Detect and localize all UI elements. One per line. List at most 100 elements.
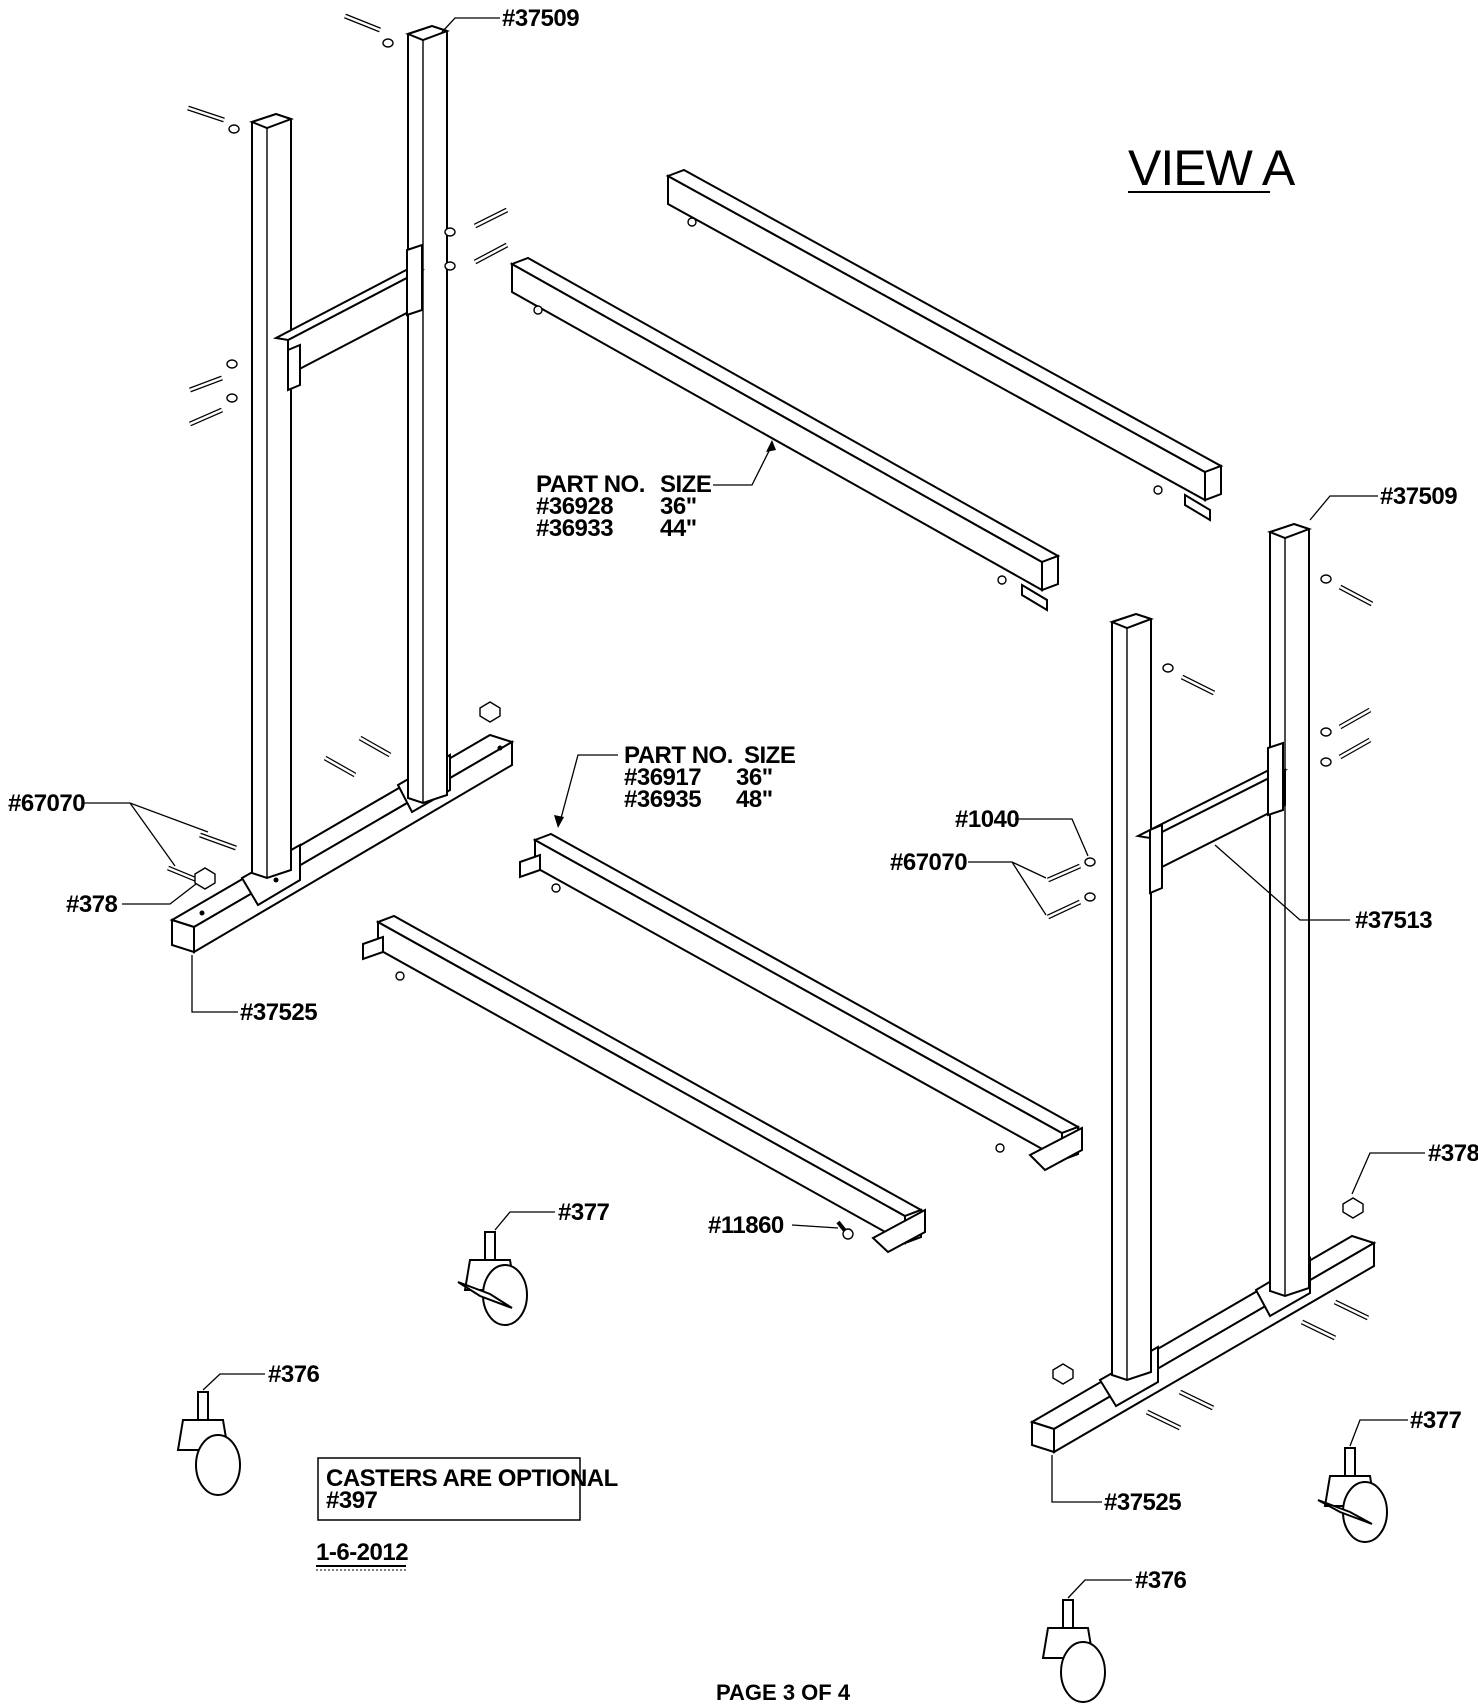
drawing-date: 1-6-2012 <box>316 1539 408 1566</box>
washer <box>382 38 394 48</box>
leader-line <box>1214 844 1350 921</box>
right-front-upright-top <box>1109 612 1154 630</box>
bolt-shaft-inner <box>1334 1300 1369 1320</box>
label-base-right: #37525 <box>1104 1489 1181 1516</box>
leader-line <box>494 1211 555 1231</box>
upper-rail-front-bracket <box>1021 583 1048 612</box>
lower-rail-front-top <box>375 914 924 1218</box>
right-frame-bolts <box>836 574 1374 1431</box>
label-washer-right: #1040 <box>955 806 1019 833</box>
bolt-shaft-inner <box>1179 1390 1214 1410</box>
upper-rails <box>509 168 1224 612</box>
nut <box>687 217 697 227</box>
caster-stem <box>1062 1599 1074 1629</box>
caster-brake <box>1317 1499 1373 1525</box>
nut <box>995 1143 1005 1153</box>
leader-line <box>1309 495 1378 521</box>
left-rear-upright <box>407 24 448 805</box>
left-frame-assembly <box>167 13 515 954</box>
washer <box>1084 892 1096 902</box>
washer <box>226 393 238 403</box>
upper-table-header-size: SIZE <box>660 471 712 498</box>
label-caster-376-left: #376 <box>268 1361 320 1388</box>
lower-rail-rear-bracket <box>1028 1126 1083 1172</box>
nut <box>395 971 405 981</box>
leader-line <box>441 17 500 33</box>
washer <box>1084 857 1096 867</box>
bolt-shaft-inner <box>344 14 381 32</box>
leader-line <box>1349 1419 1408 1447</box>
label-nut-left: #378 <box>66 891 118 918</box>
bolt-shaft-inner <box>187 106 225 122</box>
nut <box>997 575 1007 585</box>
washer <box>228 124 240 134</box>
washer <box>1320 727 1332 737</box>
note-line-2: #397 <box>326 1487 378 1514</box>
left-rear-upright-top <box>405 24 450 42</box>
left-cross-bracket-plate <box>287 343 301 392</box>
leader-line <box>1011 861 1047 916</box>
bolt-shaft-inner <box>1339 585 1373 606</box>
bolt-shaft-inner <box>189 408 223 426</box>
upper-rail-rear-bracket <box>1184 493 1211 522</box>
left-front-upright <box>251 112 292 880</box>
upper-rail-rear-side <box>667 174 1206 502</box>
label-caster-377-center: #377 <box>558 1199 610 1226</box>
label-bolt-right: #67070 <box>890 849 967 876</box>
leader-line <box>968 861 1047 879</box>
leader-line <box>1015 818 1089 857</box>
base-hole <box>199 910 205 916</box>
upper-rail-rear-end <box>1204 464 1222 502</box>
caster-brake <box>457 1281 513 1309</box>
leader-line <box>84 802 209 833</box>
bolt-shaft-inner <box>199 833 237 850</box>
label-bolt-11860: #11860 <box>708 1212 784 1239</box>
right-base-end <box>1031 1420 1055 1454</box>
label-upright-left-top: #37509 <box>502 5 579 32</box>
washer <box>444 227 456 237</box>
label-upright-right-top: #37509 <box>1380 483 1457 510</box>
bolt-shaft-inner <box>1047 864 1081 882</box>
leader-line <box>202 1373 265 1391</box>
right-frame-assembly <box>836 522 1377 1454</box>
nut <box>1153 485 1163 495</box>
bolt-shaft-inner <box>324 756 356 777</box>
right-front-upright <box>1111 612 1152 1382</box>
lower-table-header-size: SIZE <box>744 742 796 769</box>
lower-rail-part-table: PART NO. SIZE #36917 36" #36935 48" <box>554 742 796 828</box>
washer <box>1320 574 1332 584</box>
note-box-frame <box>317 1457 581 1521</box>
right-cross-bracket-plate-rear <box>1267 741 1284 817</box>
upper-table-row-part: #36933 <box>536 515 613 542</box>
leader-arrow <box>766 440 776 452</box>
lower-rail-front-tab <box>362 935 384 961</box>
lower-table-header-part: PART NO. <box>624 742 733 769</box>
nut <box>551 883 561 893</box>
bolt-shaft-inner <box>1181 675 1215 695</box>
right-rear-upright-top <box>1267 522 1312 540</box>
bolt-shaft-inner <box>474 243 508 264</box>
leader-line <box>559 754 618 823</box>
caster-wheel <box>195 1434 241 1496</box>
lower-rails <box>362 832 1083 1254</box>
leader-line <box>129 802 176 867</box>
leader-line <box>791 1224 839 1229</box>
label-nut-right: #378 <box>1428 1140 1478 1167</box>
bolt-shaft-inner <box>359 736 391 757</box>
view-title: VIEW A <box>1128 140 1296 196</box>
leader-line <box>122 883 197 905</box>
lower-table-row-part: #36935 <box>624 786 701 813</box>
bolt-shaft-inner <box>474 208 508 228</box>
right-cross-bracket-plate <box>1149 823 1163 895</box>
lower-rail-rear-side <box>534 838 1063 1162</box>
nut <box>479 701 501 723</box>
bolt-shaft-inner <box>189 376 223 392</box>
bolt-shaft-inner <box>1339 708 1371 729</box>
upper-rail-part-table: PART NO. SIZE #36928 36" #36933 44" <box>536 440 776 542</box>
base-hole <box>273 877 279 883</box>
leader-line <box>1351 1152 1425 1195</box>
washer <box>1320 757 1332 767</box>
caster-376-left <box>176 1391 241 1496</box>
caster-376-bottom <box>1041 1599 1106 1703</box>
